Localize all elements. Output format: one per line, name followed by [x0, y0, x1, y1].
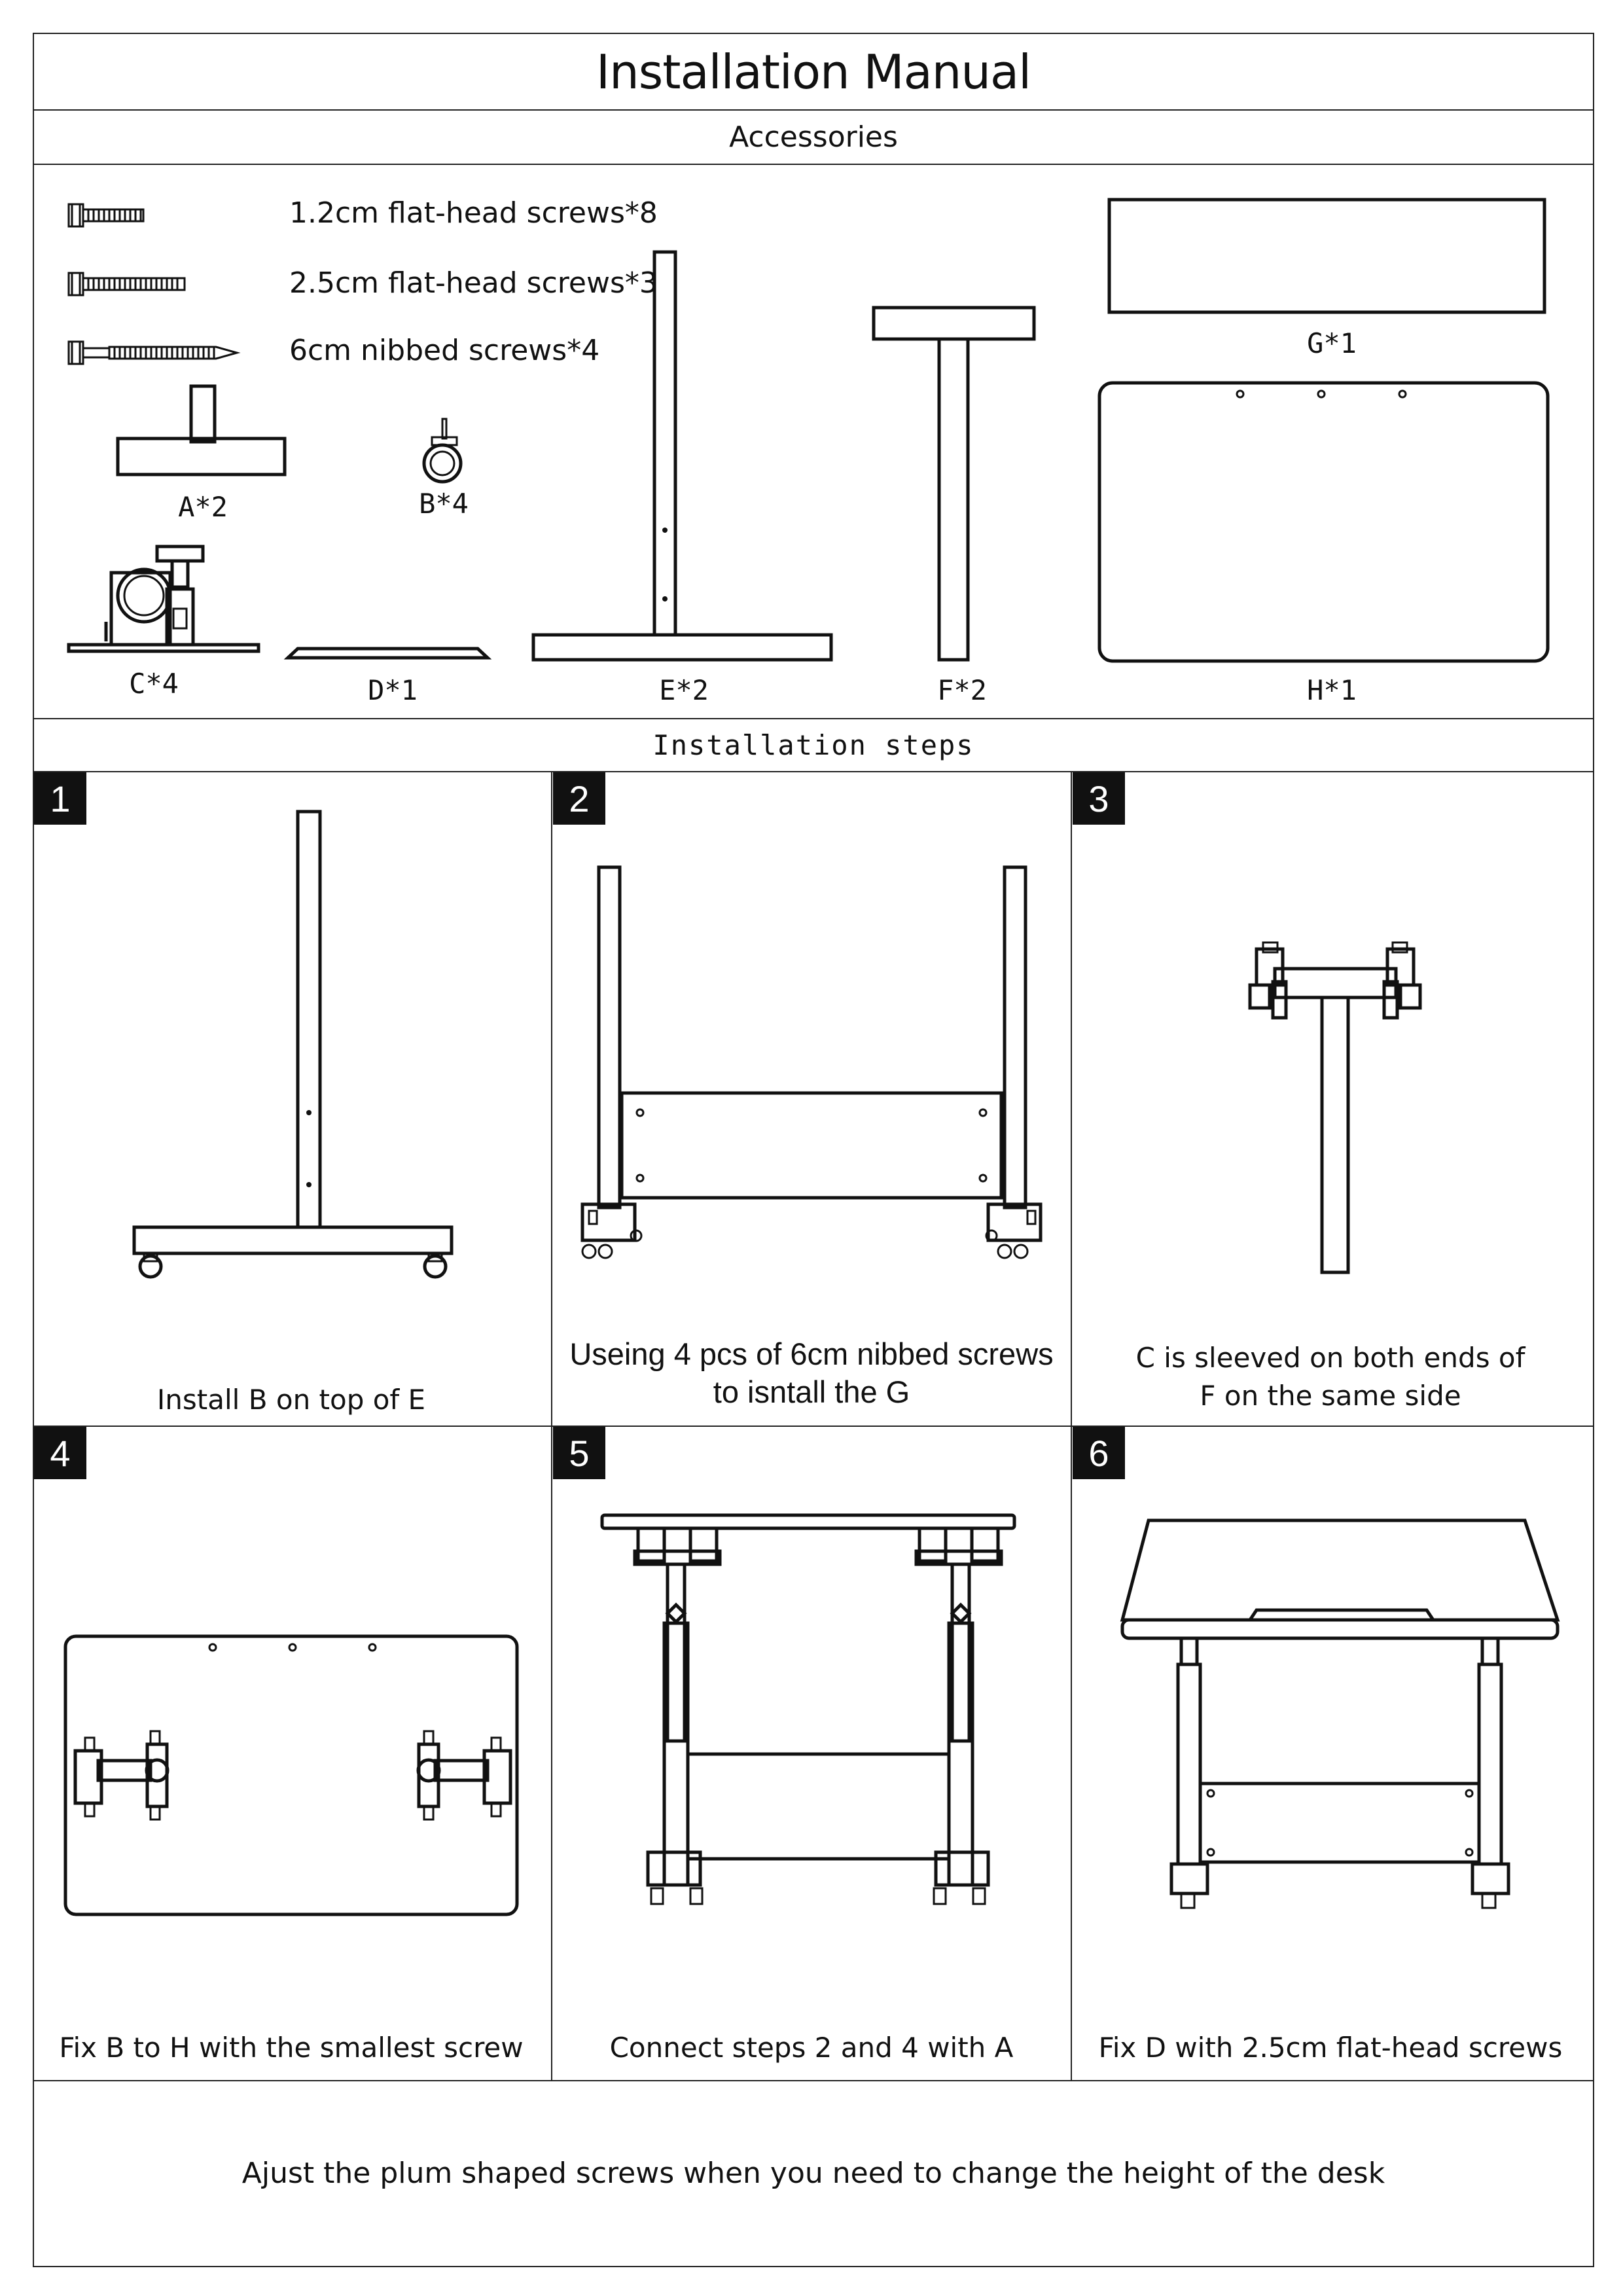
step-4-badge: 4 — [34, 1427, 86, 1479]
part-g-panel-icon — [1107, 198, 1546, 314]
divider — [1071, 771, 1072, 2080]
part-e-leg-icon — [531, 250, 833, 662]
screw-6cm-nibbed-icon — [67, 340, 241, 365]
screw-2-5cm-icon — [67, 272, 186, 296]
divider — [33, 164, 1594, 165]
step-2-illustration — [580, 865, 1043, 1259]
step-2-caption-line: Useing 4 pcs of 6cm nibbed screws — [569, 1336, 1054, 1371]
footer-note: Ajust the plum shaped screws when you ne… — [241, 2156, 1385, 2190]
step-5-caption-line: Connect steps 2 and 4 with A — [609, 2032, 1014, 2064]
part-h-desktop-icon — [1097, 381, 1550, 663]
page-title: Installation Manual — [596, 44, 1031, 99]
part-label-d: D*1 — [368, 674, 418, 706]
step-6-badge: 6 — [1073, 1427, 1125, 1479]
divider — [33, 109, 1594, 111]
part-b-caster-icon — [422, 418, 463, 484]
step-3-caption-line: C is sleeved on both ends of — [1135, 1342, 1525, 1374]
step-4-illustration — [63, 1634, 519, 1916]
divider — [33, 771, 1594, 772]
step-1-badge: 1 — [34, 772, 86, 825]
part-label-screw-6cm: 6cm nibbed screws*4 — [289, 334, 600, 367]
step-6-illustration — [1120, 1518, 1560, 1909]
step-1-illustration — [132, 810, 454, 1279]
part-label-e: E*2 — [659, 674, 709, 706]
step-5-illustration — [600, 1513, 1016, 1905]
part-label-screw-2-5cm: 2.5cm flat-head screws*3 — [289, 266, 658, 300]
part-label-f: F*2 — [937, 674, 987, 706]
divider — [33, 1426, 1594, 1427]
part-a-connector-icon — [116, 384, 287, 476]
steps-heading: Installation steps — [652, 729, 974, 761]
part-f-tbar-icon — [872, 306, 1036, 662]
step-5-badge: 5 — [553, 1427, 605, 1479]
part-label-screw-1-2cm: 1.2cm flat-head screws*8 — [289, 196, 658, 230]
accessories-heading: Accessories — [729, 120, 898, 154]
step-5-caption: Connect steps 2 and 4 with A — [553, 2029, 1070, 2067]
part-label-b: B*4 — [419, 488, 469, 520]
step-6-caption-line: Fix D with 2.5cm flat-head screws — [1098, 2032, 1563, 2064]
step-3-caption-line: F on the same side — [1200, 1380, 1461, 1412]
divider — [551, 771, 552, 2080]
part-label-c: C*4 — [129, 668, 179, 700]
step-4-caption: Fix B to H with the smallest screw — [33, 2029, 550, 2067]
step-4-caption-line: Fix B to H with the smallest screw — [59, 2032, 524, 2064]
part-label-g: G*1 — [1307, 327, 1357, 359]
step-1-caption-line: Install B on top of E — [156, 1384, 426, 1416]
step-3-badge: 3 — [1073, 772, 1125, 825]
step-4-clamp-right — [416, 1730, 512, 1821]
step-6-caption: Fix D with 2.5cm flat-head screws — [1072, 2029, 1589, 2067]
part-d-tray-lip-icon — [283, 647, 492, 660]
step-2-caption: Useing 4 pcs of 6cm nibbed screws to isn… — [553, 1335, 1070, 1411]
step-3-illustration — [1248, 941, 1422, 1274]
part-label-h: H*1 — [1307, 674, 1357, 706]
screw-1-2cm-icon — [67, 203, 145, 228]
step-4-clamp-left — [73, 1730, 169, 1821]
part-c-clamp-icon — [67, 545, 260, 653]
step-2-caption-line: to isntall the G — [713, 1374, 910, 1409]
part-label-a: A*2 — [178, 491, 228, 523]
step-3-caption: C is sleeved on both ends of F on the sa… — [1072, 1339, 1589, 1415]
step-2-badge: 2 — [553, 772, 605, 825]
divider — [33, 2080, 1594, 2081]
page-frame — [33, 33, 1594, 2267]
divider — [33, 718, 1594, 719]
step-1-caption: Install B on top of E — [33, 1381, 550, 1419]
